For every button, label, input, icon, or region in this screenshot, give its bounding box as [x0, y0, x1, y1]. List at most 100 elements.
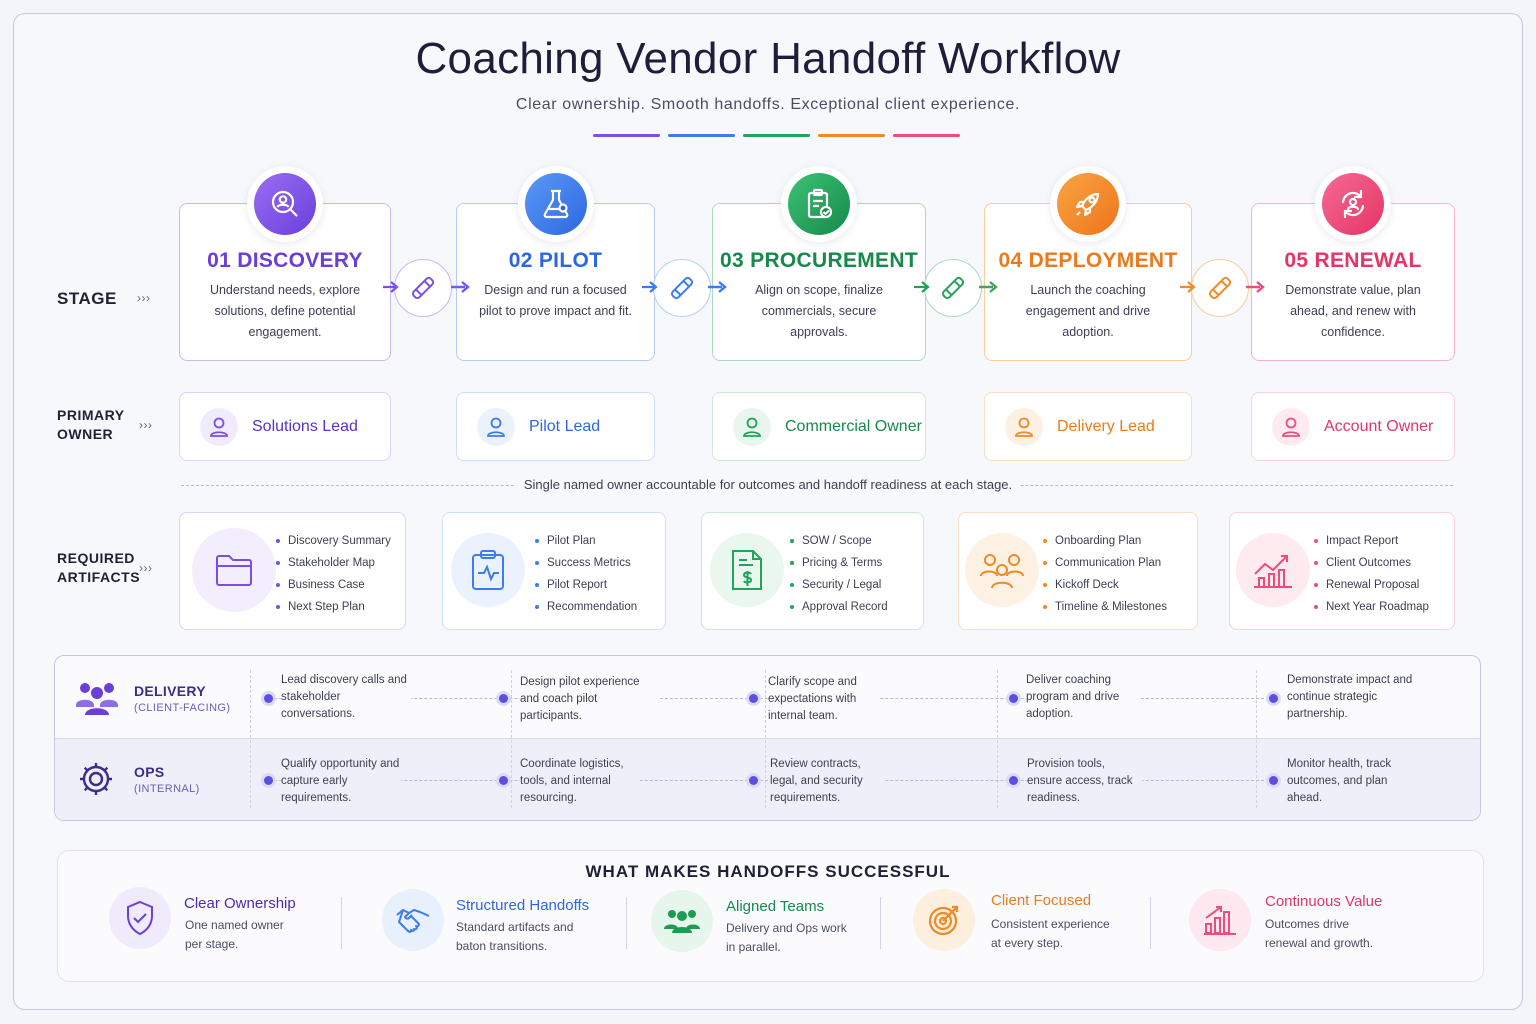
chevrons-icon: ››› [137, 291, 151, 305]
chevrons-icon: ››› [139, 418, 153, 432]
timeline-dot [1009, 776, 1018, 785]
arrow-right-icon [383, 281, 399, 293]
baton-icon [411, 276, 435, 300]
rocket-icon [1050, 166, 1126, 242]
arrow-right-icon [1246, 281, 1265, 293]
baton-connector-1 [394, 259, 452, 317]
stage-name: 05 RENEWAL [1284, 249, 1422, 272]
stage-desc: Demonstrate value, plan ahead, and renew… [1285, 283, 1421, 339]
list-item: Approval Record [790, 596, 888, 618]
lane-sub-ops: (INTERNAL) [134, 783, 200, 795]
lane-title-ops: OPS [134, 764, 165, 780]
list-item: Next Step Plan [276, 596, 391, 618]
stage-card-procurement[interactable]: 03 PROCUREMENT Align on scope, finalize … [712, 166, 926, 361]
timeline-dot [749, 776, 758, 785]
list-item: Next Year Roadmap [1314, 596, 1429, 618]
artifact-card-pilot[interactable]: Pilot Plan Success Metrics Pilot Report … [442, 512, 666, 630]
search-user-icon [247, 166, 323, 242]
owner-name: Pilot Lead [529, 417, 601, 435]
stage-card-pilot[interactable]: 02 PILOT Design and run a focused pilot … [456, 166, 655, 361]
owner-note: Single named owner accountable for outco… [0, 477, 1536, 492]
people-icon [651, 890, 713, 952]
user-icon [477, 407, 515, 446]
user-icon [733, 407, 771, 446]
arrow-right-icon [1180, 281, 1196, 293]
owner-card-delivery-lead[interactable]: Delivery Lead [984, 392, 1192, 461]
swimlanes: DELIVERY (CLIENT-FACING) OPS (INTERNAL) … [54, 655, 1481, 821]
baton-icon [670, 276, 694, 300]
title-color-bars [593, 134, 960, 137]
page-title: Coaching Vendor Handoff Workflow [415, 34, 1121, 83]
ops-step-2: Coordinate logistics, tools, and interna… [520, 756, 640, 807]
stage-name: 01 DISCOVERY [207, 249, 363, 272]
lane-sub-delivery: (CLIENT-FACING) [134, 702, 231, 714]
owner-card-pilot-lead[interactable]: Pilot Lead [456, 392, 655, 461]
arrow-right-icon [642, 281, 658, 293]
ops-step-3: Review contracts, legal, and security re… [770, 756, 885, 807]
success-name: Clear Ownership [184, 895, 296, 912]
delivery-step-2: Design pilot experience and coach pilot … [520, 674, 660, 725]
user-icon [1005, 407, 1043, 446]
list-item: Success Metrics [535, 552, 637, 574]
bar-growth-icon [1189, 889, 1251, 951]
artifact-list: Onboarding Plan Communication Plan Kicko… [1043, 530, 1167, 618]
success-title: WHAT MAKES HANDOFFS SUCCESSFUL [585, 862, 951, 881]
artifact-list: SOW / Scope Pricing & Terms Security / L… [790, 530, 888, 618]
list-item: Discovery Summary [276, 530, 391, 552]
timeline-dot [499, 694, 508, 703]
owner-card-solutions-lead[interactable]: Solutions Lead [179, 392, 391, 461]
clipboard-check-icon [781, 166, 857, 242]
artifact-list: Discovery Summary Stakeholder Map Busine… [276, 530, 391, 618]
list-item: Renewal Proposal [1314, 574, 1429, 596]
target-icon [913, 889, 975, 951]
list-item: Communication Plan [1043, 552, 1167, 574]
delivery-step-1: Lead discovery calls and stakeholder con… [281, 672, 411, 723]
user-icon [200, 407, 238, 446]
shield-check-icon [109, 887, 171, 949]
artifact-card-discovery[interactable]: Discovery Summary Stakeholder Map Busine… [179, 512, 406, 630]
artifact-card-deployment[interactable]: Onboarding Plan Communication Plan Kicko… [958, 512, 1198, 630]
flask-icon [517, 166, 594, 242]
timeline-dot [1269, 694, 1278, 703]
lane-title-delivery: DELIVERY [134, 683, 206, 699]
owner-name: Commercial Owner [785, 417, 922, 435]
stage-name: 03 PROCUREMENT [720, 249, 918, 272]
success-name: Client Focused [991, 892, 1092, 909]
timeline-dot [749, 694, 758, 703]
arrow-right-icon [451, 281, 470, 293]
owner-card-commercial-owner[interactable]: Commercial Owner [712, 392, 926, 461]
stage-card-deployment[interactable]: 04 DEPLOYMENT Launch the coaching engage… [984, 166, 1192, 361]
timeline-dot [1009, 694, 1018, 703]
clipboard-pulse-icon [451, 533, 525, 607]
folder-icon [192, 528, 276, 612]
list-item: Impact Report [1314, 530, 1429, 552]
stage-desc: Launch the coaching engagement and drive… [1025, 283, 1151, 339]
artifact-list: Impact Report Client Outcomes Renewal Pr… [1314, 530, 1429, 618]
stage-name: 04 DEPLOYMENT [998, 249, 1178, 272]
artifact-card-procurement[interactable]: SOW / Scope Pricing & Terms Security / L… [701, 512, 924, 630]
people-group-icon [76, 683, 118, 715]
list-item: Business Case [276, 574, 391, 596]
team-icon [965, 533, 1039, 607]
stage-desc: Design and run a focused pilot to prove … [479, 283, 632, 318]
delivery-step-3: Clarify scope and expectations with inte… [768, 674, 878, 725]
list-item: SOW / Scope [790, 530, 888, 552]
list-item: Pilot Report [535, 574, 637, 596]
row-label-stage: STAGE ››› [57, 289, 151, 308]
timeline-dot [264, 694, 273, 703]
list-item: Stakeholder Map [276, 552, 391, 574]
arrow-right-icon [708, 281, 727, 293]
timeline-dot [1269, 776, 1278, 785]
stage-card-discovery[interactable]: 01 DISCOVERY Understand needs, explore s… [179, 166, 391, 361]
artifact-card-renewal[interactable]: Impact Report Client Outcomes Renewal Pr… [1229, 512, 1455, 630]
list-item: Onboarding Plan [1043, 530, 1167, 552]
stage-name: 02 PILOT [508, 249, 603, 272]
handshake-icon [382, 889, 444, 951]
stage-card-renewal[interactable]: 05 RENEWAL Demonstrate value, plan ahead… [1251, 166, 1455, 361]
stage-desc: Understand needs, explore solutions, def… [209, 283, 361, 339]
owner-card-account-owner[interactable]: Account Owner [1251, 392, 1455, 461]
